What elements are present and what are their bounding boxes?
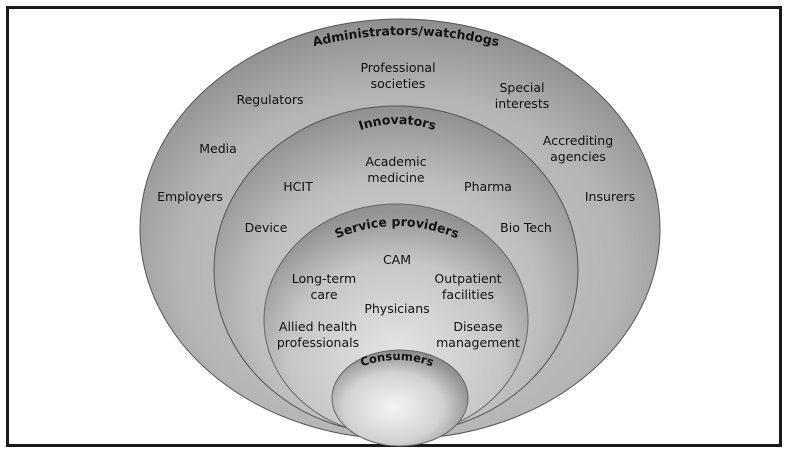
- label-hcit: HCIT: [283, 179, 313, 194]
- label-disease-management-1: Disease: [453, 319, 502, 334]
- label-allied-health-professionals-2: professionals: [277, 335, 359, 350]
- label-pharma: Pharma: [464, 179, 512, 194]
- label-academic-medicine-2: medicine: [367, 170, 425, 185]
- label-special-interests-2: interests: [495, 96, 549, 111]
- label-regulators: Regulators: [236, 92, 303, 107]
- label-outpatient-facilities-2: facilities: [442, 287, 494, 302]
- ring-consumers: [331, 349, 469, 447]
- label-allied-health-professionals-1: Allied health: [279, 319, 357, 334]
- label-accrediting-agencies-2: agencies: [550, 149, 606, 164]
- label-professional-societies-2: societies: [371, 76, 426, 91]
- label-disease-management-2: management: [436, 335, 520, 350]
- label-media: Media: [199, 141, 237, 156]
- label-device: Device: [245, 220, 288, 235]
- label-cam: CAM: [383, 252, 411, 267]
- label-physicians: Physicians: [364, 301, 429, 316]
- label-insurers: Insurers: [585, 189, 635, 204]
- label-long-term-care-2: care: [310, 287, 337, 302]
- ring-title-innovators: Innovators: [357, 112, 438, 133]
- ring-title-consumers: Consumers: [358, 349, 435, 369]
- label-outpatient-facilities-1: Outpatient: [434, 271, 501, 286]
- label-professional-societies-1: Professional: [360, 60, 435, 75]
- label-academic-medicine-1: Academic: [365, 154, 426, 169]
- label-employers: Employers: [157, 189, 223, 204]
- label-special-interests-1: Special: [499, 80, 544, 95]
- label-long-term-care-1: Long-term: [292, 271, 356, 286]
- label-bio-tech: Bio Tech: [500, 220, 552, 235]
- label-accrediting-agencies-1: Accrediting: [543, 133, 613, 148]
